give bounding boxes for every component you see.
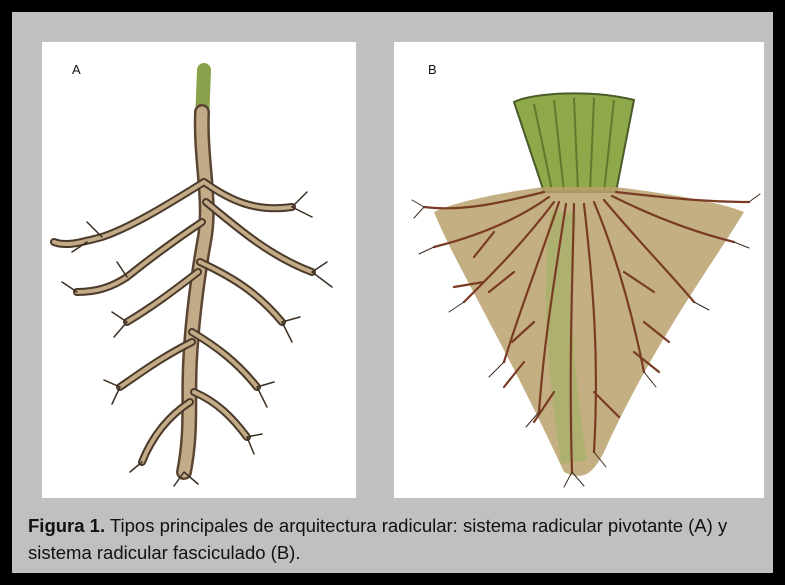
caption-text: Tipos principales de arquitectura radicu… xyxy=(28,515,727,563)
caption-title: Figura 1. xyxy=(28,515,105,536)
fibrous-root-illustration xyxy=(394,42,764,498)
panel-b-label: B xyxy=(428,62,437,77)
figure-panel: A xyxy=(12,12,773,573)
taproot-illustration xyxy=(42,42,356,498)
taproot-image-panel: A xyxy=(42,42,356,498)
panel-a-label: A xyxy=(72,62,81,77)
fibrous-root-image-panel: B xyxy=(394,42,764,498)
figure-caption: Figura 1. Tipos principales de arquitect… xyxy=(28,512,768,566)
